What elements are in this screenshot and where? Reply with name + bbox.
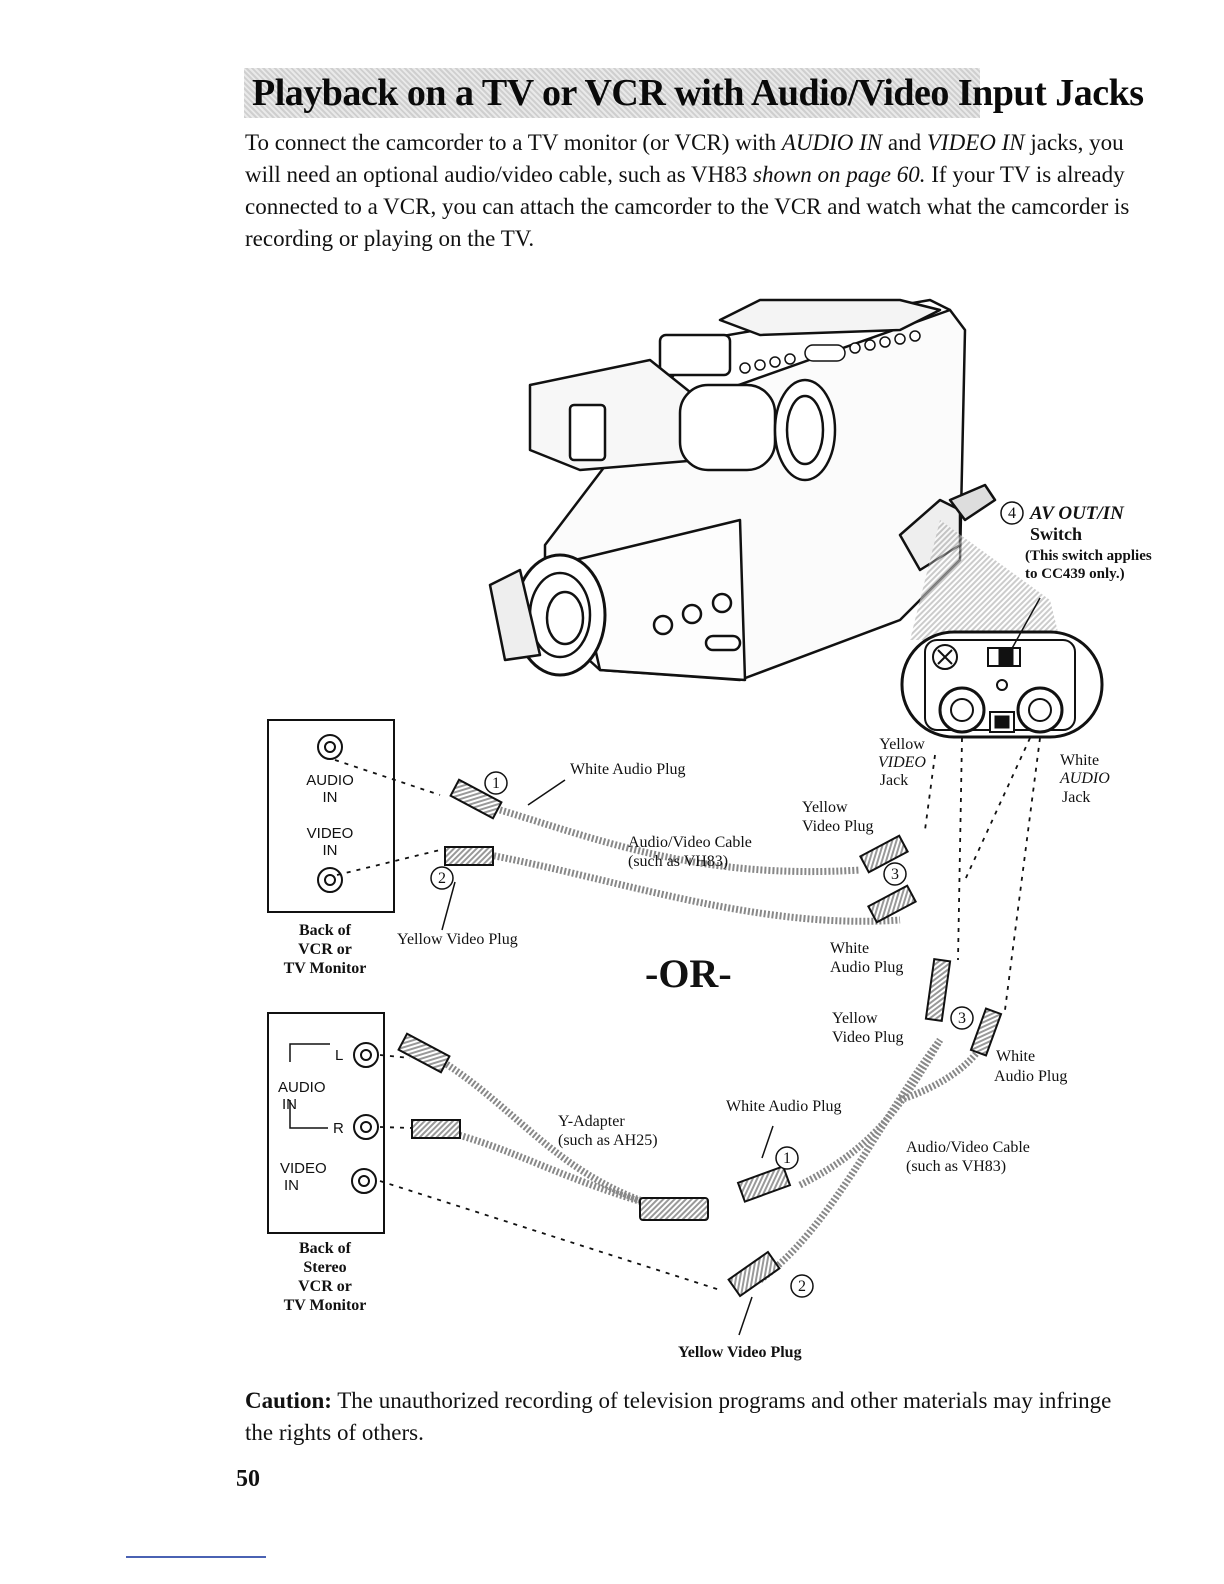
label-av-cable-upper: Audio/Video Cable	[628, 834, 752, 851]
panel1-video-in: IN	[322, 842, 338, 859]
or-divider: -OR-	[645, 951, 732, 996]
label-video-plug-upper-right: Video Plug	[802, 818, 874, 835]
leader-lines	[441, 779, 774, 1336]
panel2-video-in: IN	[284, 1177, 299, 1194]
intro-text-3: jacks, you will need an optional audio/v…	[245, 130, 1124, 187]
marker-3-lower: 3	[958, 1010, 966, 1027]
marker-3-upper: 3	[891, 866, 899, 883]
label-white-audio-plug-upper: White Audio Plug	[570, 761, 686, 778]
label-white-right: White	[830, 940, 870, 957]
video-jack-word: Jack	[879, 772, 909, 789]
caution-text: The unauthorized recording of television…	[245, 1388, 1112, 1445]
intro-text-2: and	[882, 130, 927, 155]
label-vh83-lower: (such as VH83)	[906, 1158, 1007, 1175]
panel2-r: R	[333, 1120, 344, 1137]
label-av-cable-lower: Audio/Video Cable	[906, 1139, 1030, 1156]
panel1-caption-1: Back of	[299, 922, 351, 939]
panel1-video: VIDEO	[306, 825, 354, 842]
panel2-audio-in: IN	[282, 1096, 297, 1113]
av-switch-name: AV OUT/IN	[1030, 503, 1124, 524]
number-markers	[430, 501, 1024, 1298]
marker-4: 4	[1008, 505, 1016, 522]
label-white-audio-plug-lower: White Audio Plug	[726, 1098, 842, 1115]
label-y-adapter: Y-Adapter	[558, 1113, 625, 1130]
av-switch-word: Switch	[1030, 524, 1083, 544]
label-vh83-upper: (such as VH83)	[628, 853, 729, 870]
bottom-rule	[126, 1556, 266, 1558]
caution-label: Caution:	[245, 1388, 332, 1413]
panel2-l: L	[335, 1047, 344, 1064]
av-switch-note-2: to CC439 only.)	[1025, 566, 1125, 582]
marker-1-upper: 1	[492, 775, 500, 792]
tv-panel-1	[267, 719, 395, 913]
label-audio-plug-lower: Audio Plug	[994, 1068, 1068, 1085]
caution-paragraph: Caution: The unauthorized recording of t…	[245, 1385, 1125, 1449]
av-switch-note-1: (This switch applies	[1025, 548, 1152, 564]
label-yellow-upper-right: Yellow	[802, 799, 848, 816]
intro-text-1: To connect the camcorder to a TV monitor…	[245, 130, 782, 155]
tv-panel-2	[267, 1012, 385, 1234]
intro-audio-in: AUDIO IN	[781, 130, 883, 155]
panel2-caption-3: VCR or	[298, 1278, 352, 1295]
panel1-audio: AUDIO	[306, 772, 354, 789]
panel2-caption-2: Stereo	[303, 1259, 347, 1276]
label-white-lower: White	[996, 1048, 1036, 1065]
label-ah25: (such as AH25)	[558, 1132, 658, 1149]
panel2-video: VIDEO	[280, 1160, 327, 1177]
upper-av-cable	[444, 778, 918, 925]
av-jack-panel	[900, 630, 1104, 739]
audio-jack-color: White	[1060, 752, 1100, 769]
marker-2-lower: 2	[798, 1278, 806, 1295]
panel1-audio-in: IN	[322, 789, 338, 806]
audio-jack-name: AUDIO	[1060, 770, 1110, 787]
dashed-guides	[334, 737, 1041, 1291]
panel2-caption-1: Back of	[299, 1240, 351, 1257]
label-yellow-video-plug-lower: Yellow Video Plug	[678, 1344, 802, 1361]
label-audio-plug-right: Audio Plug	[830, 959, 904, 976]
panel1-caption-2: VCR or	[298, 941, 352, 958]
title-highlight	[244, 68, 980, 118]
video-jack-color: Yellow	[879, 736, 925, 753]
label-yellow-video-plug-upper: Yellow Video Plug	[397, 931, 518, 948]
label-video-plug-lower: Video Plug	[832, 1029, 904, 1046]
video-jack-name: VIDEO	[878, 754, 926, 771]
panel2-audio: AUDIO	[278, 1079, 326, 1096]
intro-text-4: If your TV is already connected to a VCR…	[245, 162, 1130, 251]
audio-jack-word: Jack	[1062, 789, 1091, 806]
lower-cables	[397, 958, 1003, 1298]
marker-2-upper: 2	[438, 870, 446, 887]
intro-page-ref: shown on page 60.	[753, 162, 926, 187]
intro-video-in: VIDEO IN	[926, 130, 1025, 155]
intro-paragraph: To connect the camcorder to a TV monitor…	[245, 127, 1145, 255]
marker-1-lower: 1	[783, 1150, 791, 1167]
page-number: 50	[236, 1466, 260, 1492]
panel1-caption-3: TV Monitor	[283, 960, 367, 977]
page-title: Playback on a TV or VCR with Audio/Video…	[252, 72, 1144, 114]
panel2-caption-4: TV Monitor	[283, 1297, 367, 1314]
label-yellow-lower: Yellow	[832, 1010, 878, 1027]
